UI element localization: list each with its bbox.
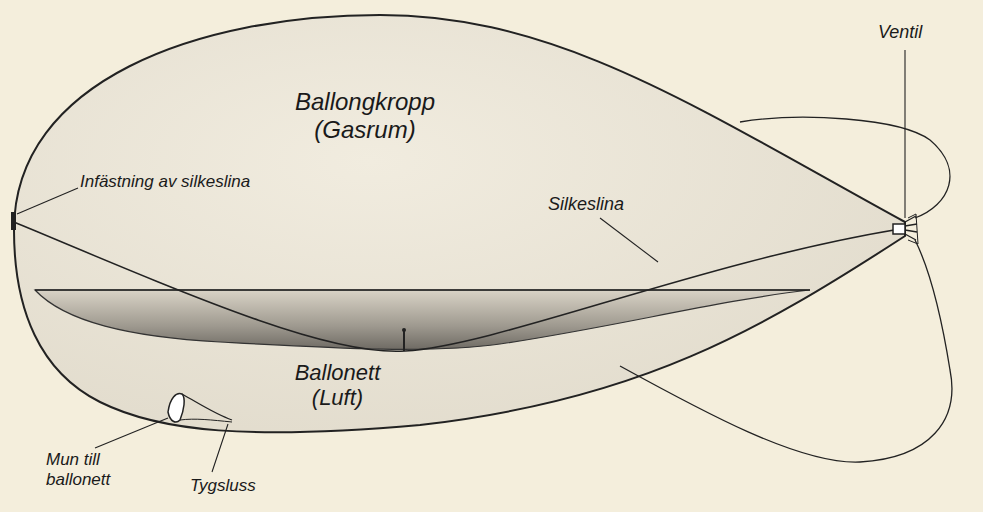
valve-cord-lower [620,240,952,462]
part-label: Ballongkropp (Gasrum) [270,88,460,143]
hanger-point [402,328,406,332]
part-label: Tygsluss [190,476,310,496]
part-label: Ventil [878,22,968,43]
valve-cord-upper [740,117,950,218]
envelope-outline [14,15,905,432]
part-label: Infästning av silkeslina [80,172,340,192]
attachment-point [11,212,16,230]
ballonet-mouth [168,394,232,422]
valve [893,214,918,244]
part-label: Ballonett (Luft) [275,360,400,411]
ballonet-diaphragm [35,290,810,349]
part-label: Silkeslina [548,194,688,215]
leader-lines [17,50,905,472]
diaphragm-seam [35,289,810,291]
silk-line-hanger [403,330,405,351]
silk-line [14,222,900,351]
part-label: Mun till ballonett [46,450,146,489]
